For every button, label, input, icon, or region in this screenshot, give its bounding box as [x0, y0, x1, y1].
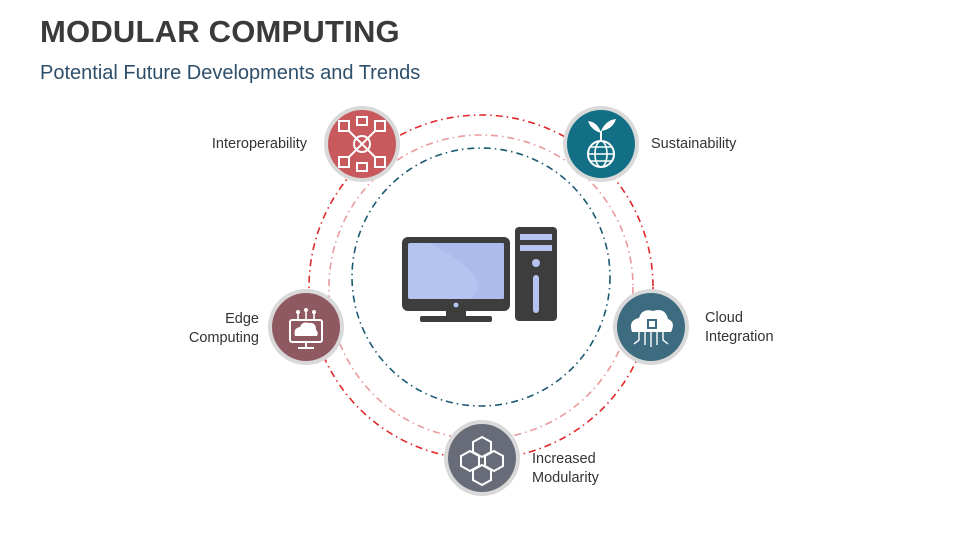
node-sustainability [563, 106, 639, 182]
inner-dashed-ring [351, 147, 611, 407]
page-subtitle: Potential Future Developments and Trends [40, 62, 421, 84]
label-line: Interoperability [211, 136, 307, 152]
label-edge-computing: Edge Computing [189, 310, 259, 348]
label-cloud-integration: Cloud Integration [705, 309, 774, 347]
label-line: Increased [532, 451, 596, 467]
node-edge-computing [268, 289, 344, 365]
label-line: Edge [225, 311, 259, 327]
label-increased-modularity: Increased Modularity [532, 450, 599, 488]
cloud-circuit-icon [630, 310, 673, 347]
page-title: MODULAR COMPUTING [40, 14, 400, 49]
globe-plant-icon [587, 119, 616, 168]
label-line: Integration [705, 329, 774, 345]
label-line: Cloud [705, 310, 743, 326]
cloud-monitor-icon [289, 308, 323, 349]
desktop-computer-icon [402, 227, 557, 322]
label-interoperability: Interoperability [212, 135, 307, 154]
label-line: Modularity [532, 470, 599, 486]
network-cubes-icon [338, 116, 386, 172]
label-line: Sustainability [651, 136, 737, 152]
node-cloud-integration [613, 289, 689, 365]
hexagon-modules-icon [460, 435, 504, 487]
node-interoperability [324, 106, 400, 182]
label-sustainability: Sustainability [651, 135, 736, 154]
middle-dashed-ring [328, 134, 634, 440]
label-line: Computing [188, 330, 259, 346]
node-increased-modularity [444, 420, 520, 496]
